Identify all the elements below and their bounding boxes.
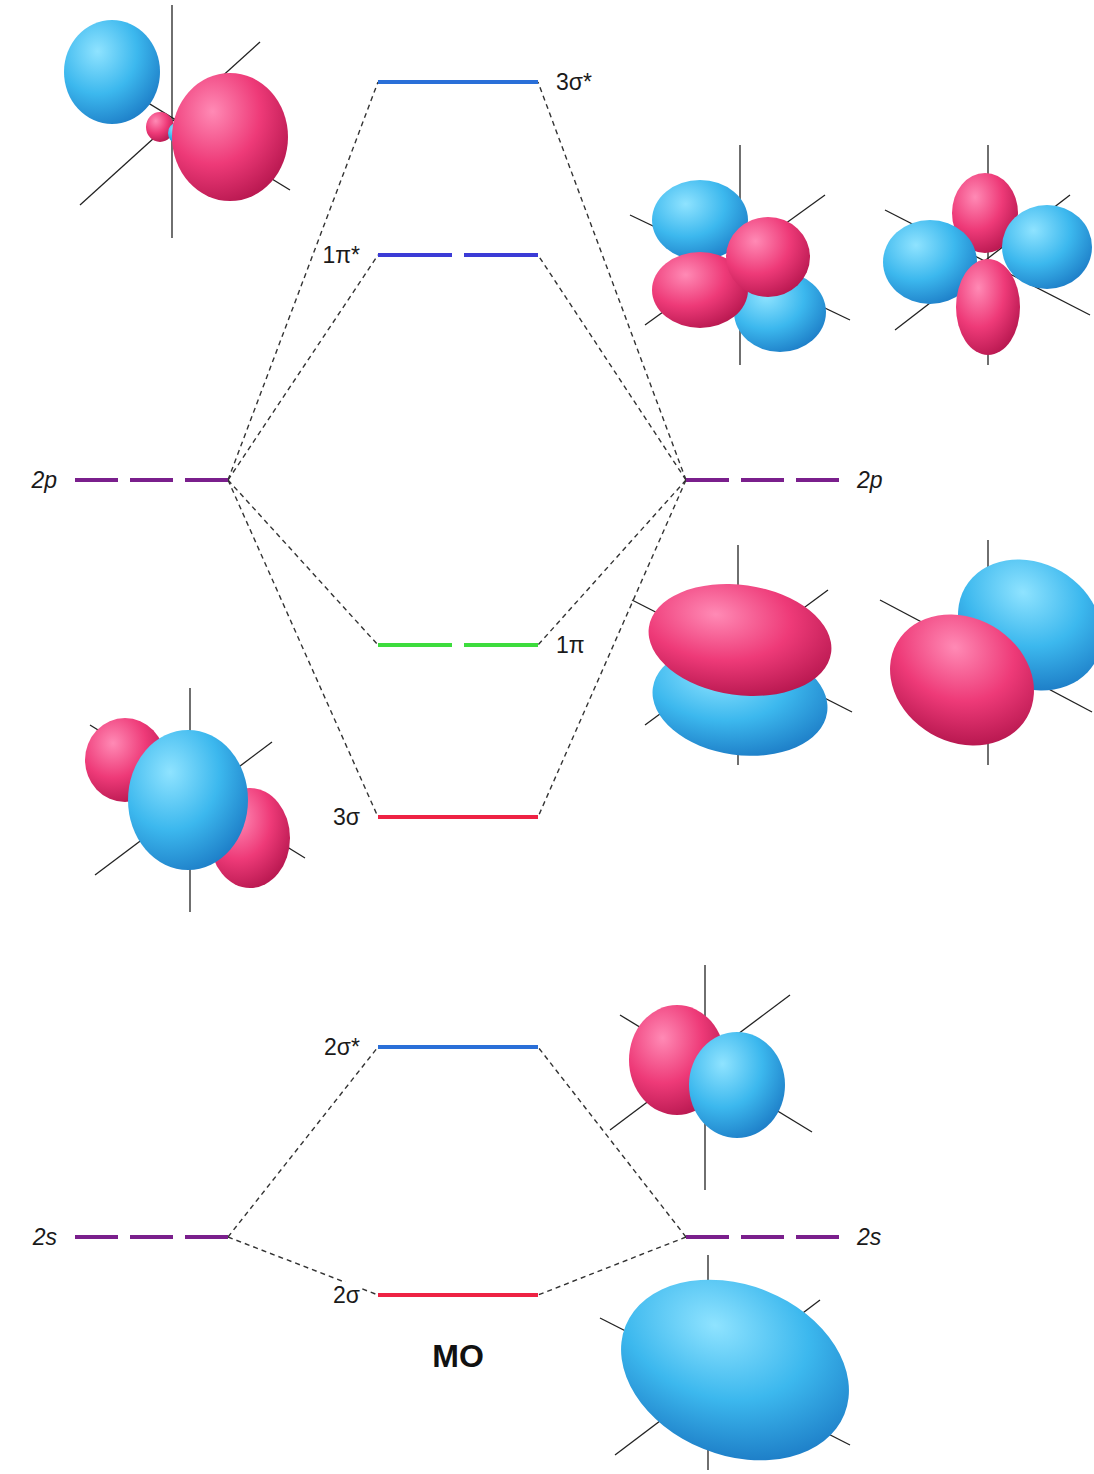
lobe: [64, 20, 160, 124]
level-bar: [378, 80, 538, 84]
level-label: 3σ*: [554, 69, 594, 95]
correlation-line: [538, 480, 686, 645]
energy-level: 2p: [75, 474, 228, 486]
energy-level: 2s: [75, 1231, 228, 1243]
correlation-line: [538, 255, 686, 480]
correlation-line: [538, 1047, 686, 1237]
energy-level: 2σ*: [378, 1041, 538, 1053]
correlation-line: [228, 255, 378, 480]
level-bar: [741, 478, 784, 482]
correlation-line: [228, 1047, 378, 1237]
level-bar: [686, 1235, 729, 1239]
level-bar: [185, 1235, 228, 1239]
level-bar: [130, 1235, 173, 1239]
level-label: 2p: [855, 467, 885, 493]
energy-level: 1π*: [378, 249, 538, 261]
level-label: 1π: [554, 632, 587, 658]
level-label: 1π*: [320, 242, 362, 268]
level-bar: [796, 478, 839, 482]
correlation-line: [228, 480, 378, 817]
level-bar: [378, 1293, 538, 1297]
level-bar: [378, 643, 452, 647]
level-label: 2σ: [331, 1282, 362, 1308]
level-bar: [75, 478, 118, 482]
correlation-line: [538, 480, 686, 817]
energy-level: 3σ*: [378, 76, 538, 88]
energy-level: 3σ: [378, 811, 538, 823]
energy-level: 1π: [378, 639, 538, 651]
level-bar: [378, 815, 538, 819]
level-label: 3σ: [331, 804, 362, 830]
correlation-line: [538, 82, 686, 480]
level-label: 2p: [29, 467, 59, 493]
correlation-line: [228, 480, 378, 645]
level-label: 2s: [855, 1224, 883, 1250]
level-bar: [796, 1235, 839, 1239]
energy-level: 2σ: [378, 1289, 538, 1301]
level-label: 2σ*: [322, 1034, 362, 1060]
energy-level: 2p: [686, 474, 839, 486]
correlation-line: [538, 1237, 686, 1295]
level-bar: [75, 1235, 118, 1239]
level-bar: [130, 478, 173, 482]
correlation-line: [228, 82, 378, 480]
level-bar: [686, 478, 729, 482]
level-bar: [378, 1045, 538, 1049]
level-bar: [741, 1235, 784, 1239]
level-bar: [185, 478, 228, 482]
level-label: 2s: [31, 1224, 59, 1250]
diagram-label: MO: [432, 1338, 484, 1375]
level-bar: [464, 643, 538, 647]
level-bar: [378, 253, 452, 257]
level-bar: [464, 253, 538, 257]
energy-level: 2s: [686, 1231, 839, 1243]
